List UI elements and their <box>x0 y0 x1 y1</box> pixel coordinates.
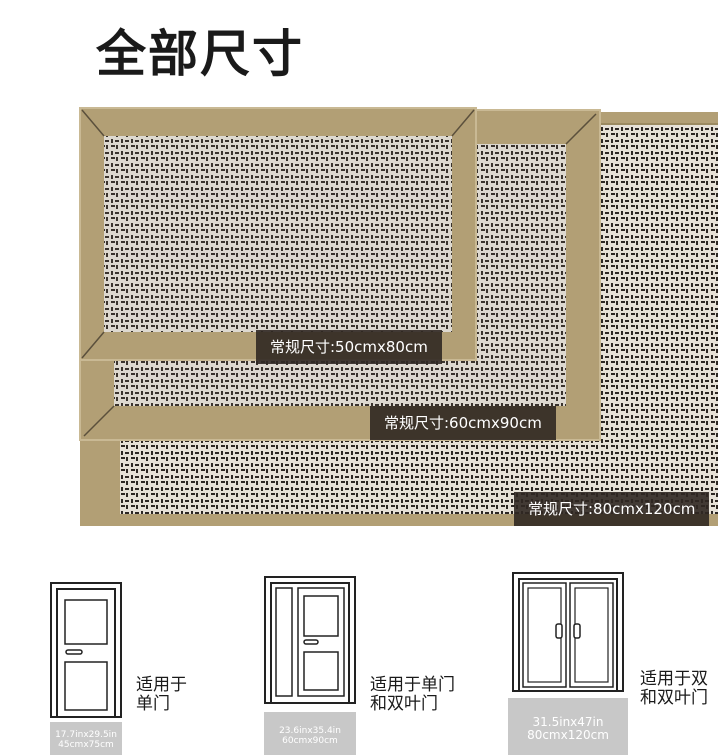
dimension-inches: 17.7inx29.5in <box>55 730 117 740</box>
door-label-single-double: 适用于单门 和双叶门 <box>370 676 455 714</box>
size-label-medium: 常规尺寸:60cmx90cm <box>370 406 556 440</box>
door-label-line2: 和双叶门 <box>370 694 438 714</box>
dimension-inches: 31.5inx47in <box>532 715 604 729</box>
door-label-single: 适用于 单门 <box>136 676 187 714</box>
page-title: 全部尺寸 <box>96 25 304 83</box>
size-label-large: 常规尺寸:80cmx120cm <box>514 492 710 526</box>
size-label-small: 常规尺寸:50cmx80cm <box>256 330 442 364</box>
door-label-line1: 适用于 <box>136 675 187 695</box>
dimension-cm: 45cmx75cm <box>58 740 114 750</box>
mat-small <box>79 107 477 361</box>
single-door-icon <box>50 582 122 718</box>
dimension-cm: 60cmx90cm <box>282 736 338 746</box>
door-label-double: 适用于双 和双叶门 <box>640 670 708 708</box>
double-door-icon <box>512 572 624 692</box>
door-label-line1: 适用于单门 <box>370 675 455 695</box>
door-label-line2: 单门 <box>136 694 170 714</box>
dimension-cm: 80cmx120cm <box>527 728 609 742</box>
doormat-size-comparison <box>79 107 718 526</box>
dimension-inches: 23.6inx35.4in <box>279 726 341 736</box>
door-label-line2: 和双叶门 <box>640 688 708 708</box>
dimension-badge-single: 17.7inx29.5in 45cmx75cm <box>50 722 122 755</box>
single-door-with-sidelight-icon <box>264 576 356 704</box>
door-label-line1: 适用于双 <box>640 669 708 689</box>
dimension-badge-large: 31.5inx47in 80cmx120cm <box>508 698 628 755</box>
dimension-badge-medium: 23.6inx35.4in 60cmx90cm <box>264 712 356 755</box>
